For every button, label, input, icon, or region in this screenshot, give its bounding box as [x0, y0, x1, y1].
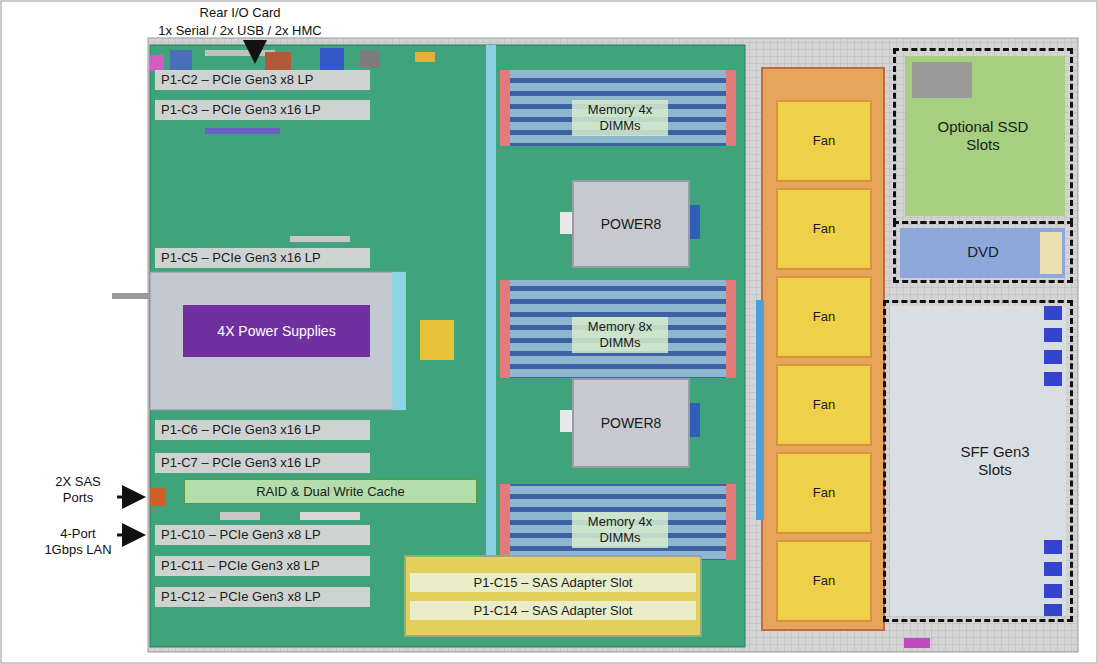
node-text: Fan [813, 309, 835, 325]
callout-label: Rear I/O Card [200, 5, 281, 21]
callout-label: 1x Serial / 2x USB / 2x HMC [158, 23, 321, 39]
dvd-bay: DVD [893, 221, 1073, 283]
node-text: POWER8 [601, 216, 662, 233]
node-text: P1-C11 – PCIe Gen3 x8 LP [161, 558, 320, 574]
node-text: P1-C5 – PCIe Gen3 x16 LP [161, 250, 321, 266]
node-text: 4X Power Supplies [217, 323, 335, 340]
node-text: P1-C15 – SAS Adapter Slot [474, 575, 633, 591]
power-supply-box: 4X Power Supplies [183, 305, 370, 357]
node-text: Memory 4x DIMMs [578, 102, 662, 133]
node-text: Fan [813, 485, 835, 501]
memory-label: Memory 4x DIMMs [572, 512, 668, 548]
sas-adapter-slot: P1-C14 – SAS Adapter Slot [410, 601, 696, 620]
node-text: Fan [813, 133, 835, 149]
pcie-slot: P1-C7 – PCIe Gen3 x16 LP [155, 453, 370, 473]
node-text: Memory 4x DIMMs [578, 514, 662, 545]
node-text: Fan [813, 221, 835, 237]
node-text: P1-C10 – PCIe Gen3 x8 LP [161, 527, 321, 543]
cpu-heatsink: POWER8 [572, 180, 690, 268]
node-text: DVD [967, 243, 999, 261]
node-text: P1-C14 – SAS Adapter Slot [474, 603, 633, 619]
node-text: Fan [813, 397, 835, 413]
node-text: Optional SSD Slots [928, 118, 1038, 154]
fan-module: Fan [776, 188, 872, 270]
fan-module: Fan [776, 100, 872, 182]
memory-label: Memory 8x DIMMs [572, 317, 668, 353]
pcie-slot: P1-C10 – PCIe Gen3 x8 LP [155, 525, 370, 545]
pcie-slot: P1-C6 – PCIe Gen3 x16 LP [155, 420, 370, 440]
pcie-slot: P1-C3 – PCIe Gen3 x16 LP [155, 100, 370, 120]
node-text: P1-C3 – PCIe Gen3 x16 LP [161, 102, 321, 118]
node-text: P1-C12 – PCIe Gen3 x8 LP [161, 589, 321, 605]
pcie-slot: P1-C11 – PCIe Gen3 x8 LP [155, 556, 370, 576]
pcie-slot: P1-C2 – PCIe Gen3 x8 LP [155, 70, 370, 90]
node-text: POWER8 [601, 415, 662, 432]
callout-label: 4-Port 1Gbps LAN [40, 526, 116, 557]
node-text: Fan [813, 573, 835, 589]
fan-module: Fan [776, 540, 872, 622]
fan-module: Fan [776, 276, 872, 358]
raid-card: RAID & Dual Write Cache [184, 479, 477, 504]
node-text: P1-C2 – PCIe Gen3 x8 LP [161, 72, 313, 88]
sas-adapter-slot: P1-C15 – SAS Adapter Slot [410, 573, 696, 592]
node-text: RAID & Dual Write Cache [256, 484, 405, 500]
memory-label: Memory 4x DIMMs [572, 100, 668, 136]
pcie-slot: P1-C5 – PCIe Gen3 x16 LP [155, 248, 370, 268]
cpu-heatsink: POWER8 [572, 378, 690, 468]
callout-label: 2X SAS Ports [40, 474, 116, 505]
pcie-slot: P1-C12 – PCIe Gen3 x8 LP [155, 587, 370, 607]
node-text: P1-C7 – PCIe Gen3 x16 LP [161, 455, 321, 471]
sff-bay: SFF Gen3 Slots [883, 300, 1073, 622]
node-text: SFF Gen3 Slots [955, 443, 1035, 479]
ssd-bay: Optional SSD Slots [893, 48, 1073, 224]
fan-module: Fan [776, 364, 872, 446]
fan-module: Fan [776, 452, 872, 534]
node-text: Memory 8x DIMMs [578, 319, 662, 350]
node-text: P1-C6 – PCIe Gen3 x16 LP [161, 422, 321, 438]
